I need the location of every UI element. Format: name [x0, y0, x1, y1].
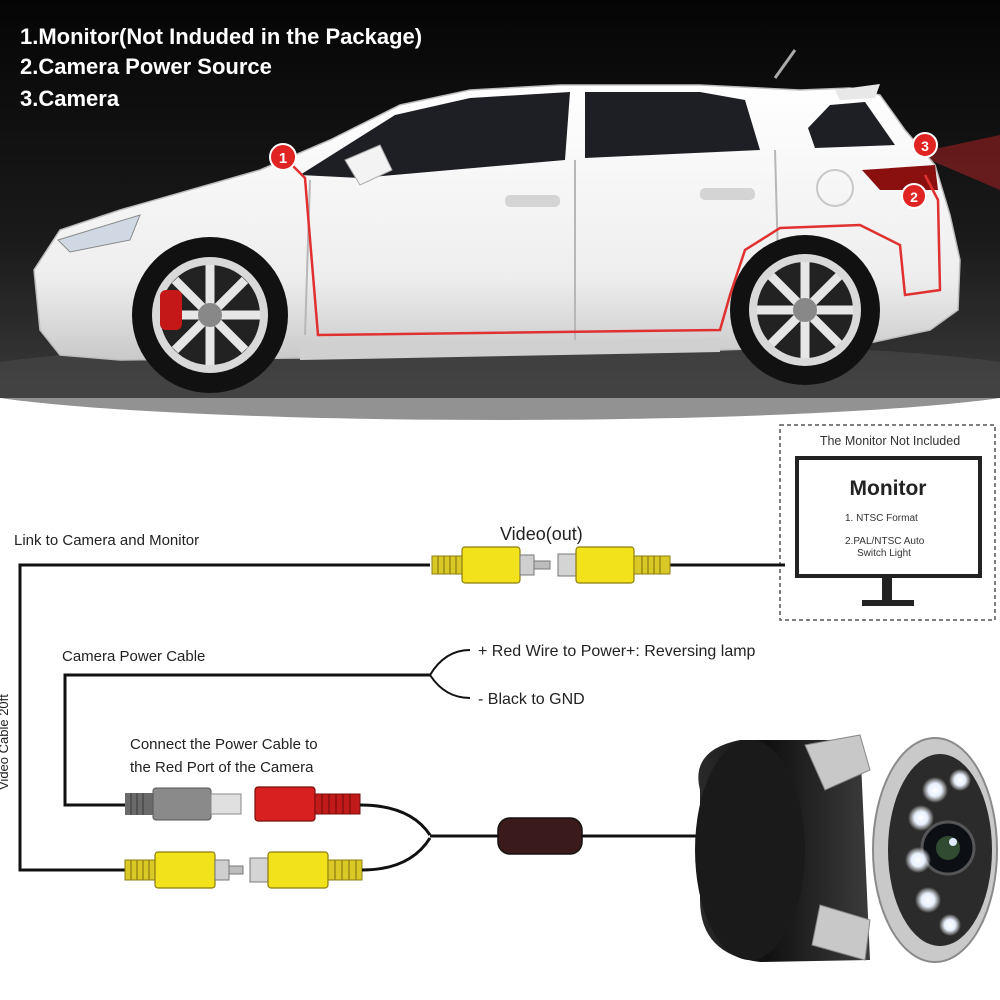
white-hatchback-car [33, 49, 1000, 393]
cable-filter-module [497, 817, 583, 855]
led-light-5 [939, 914, 961, 936]
taillight [862, 165, 938, 190]
monitor-stand [882, 576, 892, 604]
fuel-cap [816, 169, 854, 207]
led-light-2 [908, 805, 934, 831]
legend: 1.Monitor(Not Induded in the Package) 2.… [20, 24, 422, 111]
rear-wheel [730, 235, 880, 385]
front-wheel [132, 237, 288, 393]
monitor-item-autoswitch-2: Switch Light [857, 548, 911, 559]
video-cable-label: Link to Camera and Monitor [14, 532, 199, 549]
rca-jack-video-right [557, 546, 671, 584]
monitor-base [862, 600, 914, 606]
red-wire-label: + Red Wire to Power+: Reversing lamp [478, 643, 756, 660]
antenna [773, 49, 797, 79]
black-wire-label: - Black to GND [478, 691, 585, 708]
camera-clip-bottom [811, 904, 871, 961]
connect-note-line2: the Red Port of the Camera [130, 759, 314, 776]
marker-monitor: 1 [269, 143, 297, 171]
rear-camera [695, 734, 998, 963]
svg-text:1: 1 [279, 150, 287, 167]
power-wire-split [429, 649, 471, 699]
side-mirror [344, 144, 393, 186]
rca-plug-video-bottom-left [124, 851, 244, 889]
power-cable-wire [63, 673, 430, 807]
reverse-light-beam [930, 135, 1000, 190]
legend-item-power-source: 2.Camera Power Source [20, 54, 272, 79]
power-cable-label: Camera Power Cable [62, 648, 205, 665]
monitor-screen [795, 456, 982, 578]
led-light-3 [905, 847, 931, 873]
camera-rear-rim [695, 740, 805, 960]
monitor-dashed-box [779, 424, 996, 621]
video-cable-length-label: Video Cable 20ft [0, 694, 11, 790]
back-quarter-window [808, 102, 895, 148]
led-light-6 [949, 769, 971, 791]
svg-text:3: 3 [921, 138, 929, 154]
monitor-item-autoswitch-1: 2.PAL/NTSC Auto [845, 536, 925, 547]
monitor-item-ntsc: 1. NTSC Format [845, 513, 918, 524]
camera-lens-glass [936, 836, 960, 860]
merged-camera-cable [359, 803, 720, 872]
headlight [57, 214, 141, 253]
camera-clip-top [804, 734, 871, 791]
rca-plug-video-left [431, 546, 551, 584]
roof-spoiler [835, 84, 880, 100]
video-out-label: Video(out) [500, 524, 583, 544]
svg-text:2: 2 [910, 189, 918, 205]
power-plug-gray [125, 787, 242, 821]
marker-power-source: 2 [901, 183, 927, 209]
lens-reflection [949, 838, 957, 846]
legend-item-monitor: 1.Monitor(Not Induded in the Package) [20, 24, 422, 49]
front-door-handle [505, 195, 560, 207]
connect-note-line1: Connect the Power Cable to [130, 736, 318, 753]
video-cable-wire [18, 563, 785, 872]
monitor-title: Monitor [850, 477, 927, 500]
led-light-1 [922, 777, 948, 803]
power-jack-red [254, 786, 361, 822]
side-skirt [300, 338, 720, 360]
cable-route-line [284, 157, 942, 337]
monitor-not-included-note: The Monitor Not Included [820, 434, 960, 448]
led-light-4 [915, 887, 941, 913]
rca-jack-video-bottom-right [249, 851, 363, 889]
legend-item-camera: 3.Camera [20, 86, 120, 111]
marker-camera: 3 [912, 132, 938, 158]
rear-door-handle [700, 188, 755, 200]
rear-window [585, 92, 760, 158]
